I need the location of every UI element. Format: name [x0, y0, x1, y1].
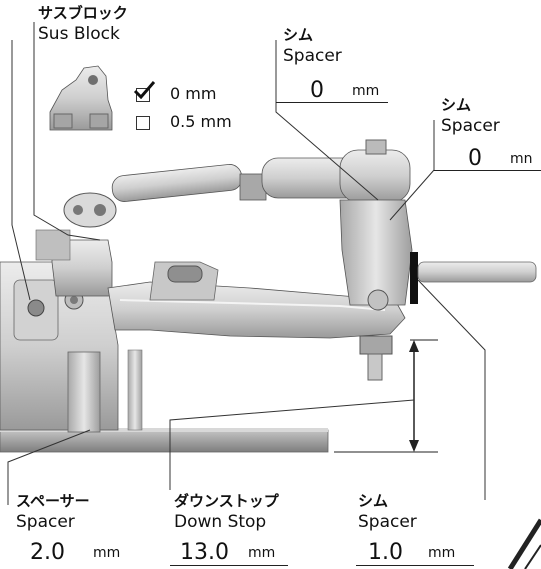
spacer-bottom-title-en: Spacer: [16, 512, 75, 532]
option-05mm-label: 0.5 mm: [170, 112, 232, 131]
sus-block-icon: [49, 65, 113, 131]
shim-upper-right-title-en: Spacer: [441, 116, 500, 136]
shim-upper-rod-unit: mm: [352, 83, 380, 99]
down-stop-title-en: Down Stop: [174, 512, 267, 532]
down-stop-unit: mm: [248, 545, 276, 561]
chassis-post: [127, 349, 143, 431]
shim-upper-right-unit: mn: [510, 151, 533, 167]
shim-upper-rod-title-en: Spacer: [283, 46, 342, 66]
chassis-base-plate-top: [0, 428, 328, 432]
upper-rod-body: [111, 164, 243, 202]
spacer-bottom-unit: mm: [93, 545, 121, 561]
leader-lines: [7, 22, 486, 505]
shim-bottom-underline: [356, 565, 474, 566]
shim-upper-right-title-jp: シム: [441, 96, 472, 114]
option-0mm-label: 0 mm: [170, 84, 217, 103]
checkmark-icon: [133, 81, 155, 99]
shim-bottom-unit: mm: [428, 545, 456, 561]
option-05mm-checkbox[interactable]: [136, 116, 150, 130]
hinge-pin-front: [27, 299, 45, 317]
shim-upper-rod-underline: [276, 102, 388, 103]
spacer-bottom-value: 2.0: [30, 540, 65, 565]
shim-upper-right-underline: [434, 170, 541, 171]
shim-upper-right-value: 0: [468, 146, 482, 171]
knuckle: [339, 199, 413, 306]
down-stop-value: 13.0: [180, 540, 229, 565]
shim-bottom-title-jp: シム: [358, 492, 389, 510]
option-0mm-checkbox[interactable]: [133, 81, 155, 102]
sus-block-title-en: Sus Block: [38, 24, 120, 44]
shim-upper-rod-title-jp: シム: [283, 26, 314, 44]
lower-pivot-nut: [359, 335, 393, 355]
shim-upper-rod-value: 0: [310, 78, 324, 103]
down-stop-title-jp: ダウンストップ: [174, 492, 279, 510]
stub-axle: [417, 261, 537, 283]
down-stop-underline: [170, 565, 288, 566]
spacer-bottom-title-jp: スペーサー: [16, 492, 90, 510]
sus-block-title-jp: サスブロック: [38, 4, 128, 22]
shock-post: [67, 351, 101, 433]
axle-spacer: [410, 252, 418, 304]
chassis-base-plate: [0, 429, 329, 453]
shim-bottom-title-en: Spacer: [358, 512, 417, 532]
rod-end-ball-left: [63, 192, 117, 228]
shim-bottom-value: 1.0: [368, 540, 403, 565]
